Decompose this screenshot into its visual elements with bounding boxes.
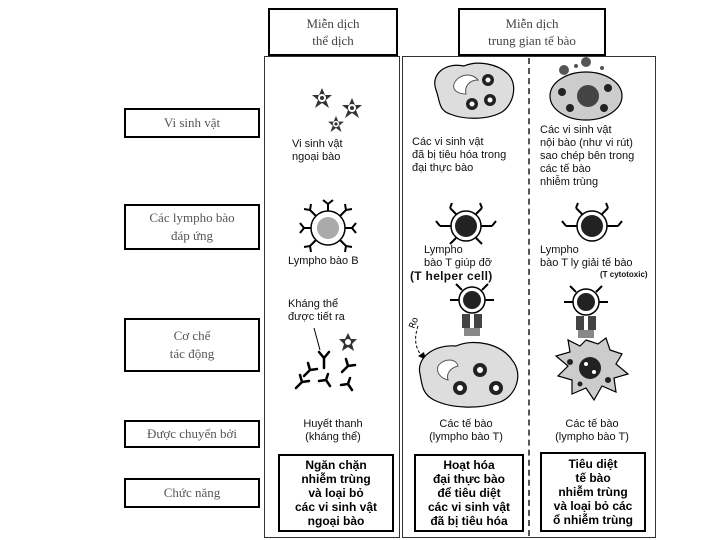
header-cell-mediated-label: Miễn dịch trung gian tế bào	[488, 16, 576, 48]
helper-t-caption: Lympho bào T giúp đỡ	[424, 244, 492, 269]
infected-cell-with-intracellular-microbes-icon	[549, 57, 623, 121]
helper-function-text: Hoạt hóa đại thực bào để tiêu diệt các v…	[427, 458, 511, 528]
cytotoxic-microbe-caption: Các vi sinh vật nội bào (như vi rút) sao…	[540, 124, 635, 188]
antibodies-neutralizing-microbe-icon	[294, 327, 357, 392]
header-cell-mediated-immunity: Miễn dịch trung gian tế bào	[458, 8, 606, 56]
row-label-mechanism: Cơ chế tác động	[124, 318, 260, 372]
cytotoxic-t-lymphocyte-icon	[561, 202, 623, 242]
cytotoxic-transfer-caption: Các tế bào (lympho bào T)	[555, 418, 629, 443]
cytotoxic-function-box: Tiêu diệt tế bào nhiễm trùng và loại bỏ …	[540, 452, 646, 532]
row-label-lymphocytes: Các lympho bào đáp ứng	[124, 204, 260, 250]
cytotoxic-function-text: Tiêu diệt tế bào nhiễm trùng và loại bỏ …	[553, 457, 633, 527]
row-label-mechanism-text: Cơ chế tác động	[169, 328, 215, 361]
helper-t-activating-macrophage-icon: Ro	[408, 283, 519, 408]
cytotoxic-t-caption: Lympho bào T ly giải tế bào	[540, 244, 633, 269]
header-humoral-label: Miễn dịch thể dịch	[306, 16, 360, 48]
panel-cell-mediated	[402, 56, 656, 538]
b-lymphocyte-caption: Lympho bào B	[288, 255, 359, 267]
row-label-function-text: Chức năng	[163, 485, 221, 500]
extracellular-microbes-icon	[312, 88, 362, 132]
humoral-transfer-caption: Huyết thanh (kháng thể)	[303, 418, 363, 443]
row-label-transferred-text: Được chuyển bởi	[146, 426, 238, 441]
panel-humoral	[264, 56, 400, 538]
helper-t-lymphocyte-icon	[435, 202, 497, 245]
antibody-caption: Kháng thể được tiết ra	[288, 298, 345, 323]
humoral-microbe-caption: Vi sinh vật ngoại bào	[292, 138, 343, 163]
helper-microbe-caption: Các vi sinh vật đã bị tiêu hóa trong đại…	[412, 136, 507, 174]
helper-function-box: Hoạt hóa đại thực bào để tiêu diệt các v…	[414, 454, 524, 532]
row-label-microbes: Vi sinh vật	[124, 108, 260, 138]
row-label-function: Chức năng	[124, 478, 260, 508]
panel-divider-dashed	[528, 58, 530, 536]
b-lymphocyte-icon	[299, 199, 357, 253]
humoral-function-box: Ngăn chặn nhiễm trùng và loại bỏ các vi …	[278, 454, 394, 532]
humoral-function-text: Ngăn chặn nhiễm trùng và loại bỏ các vi …	[294, 458, 378, 528]
cytotoxic-t-caption-english: (T cytotoxic)	[600, 270, 648, 279]
row-label-microbes-text: Vi sinh vật	[163, 115, 221, 130]
macrophage-with-ingested-microbes-icon	[434, 62, 515, 119]
row-label-lymphocytes-text: Các lympho bào đáp ứng	[149, 210, 235, 243]
cytotoxic-t-killing-infected-cell-icon	[554, 285, 630, 402]
helper-t-caption-english: (T helper cell)	[410, 269, 493, 283]
row-label-transferred-by: Được chuyển bởi	[124, 420, 260, 448]
header-humoral-immunity: Miễn dịch thể dịch	[268, 8, 398, 56]
svg-text:Ro: Ro	[408, 316, 421, 331]
helper-transfer-caption: Các tế bào (lympho bào T)	[429, 418, 503, 443]
